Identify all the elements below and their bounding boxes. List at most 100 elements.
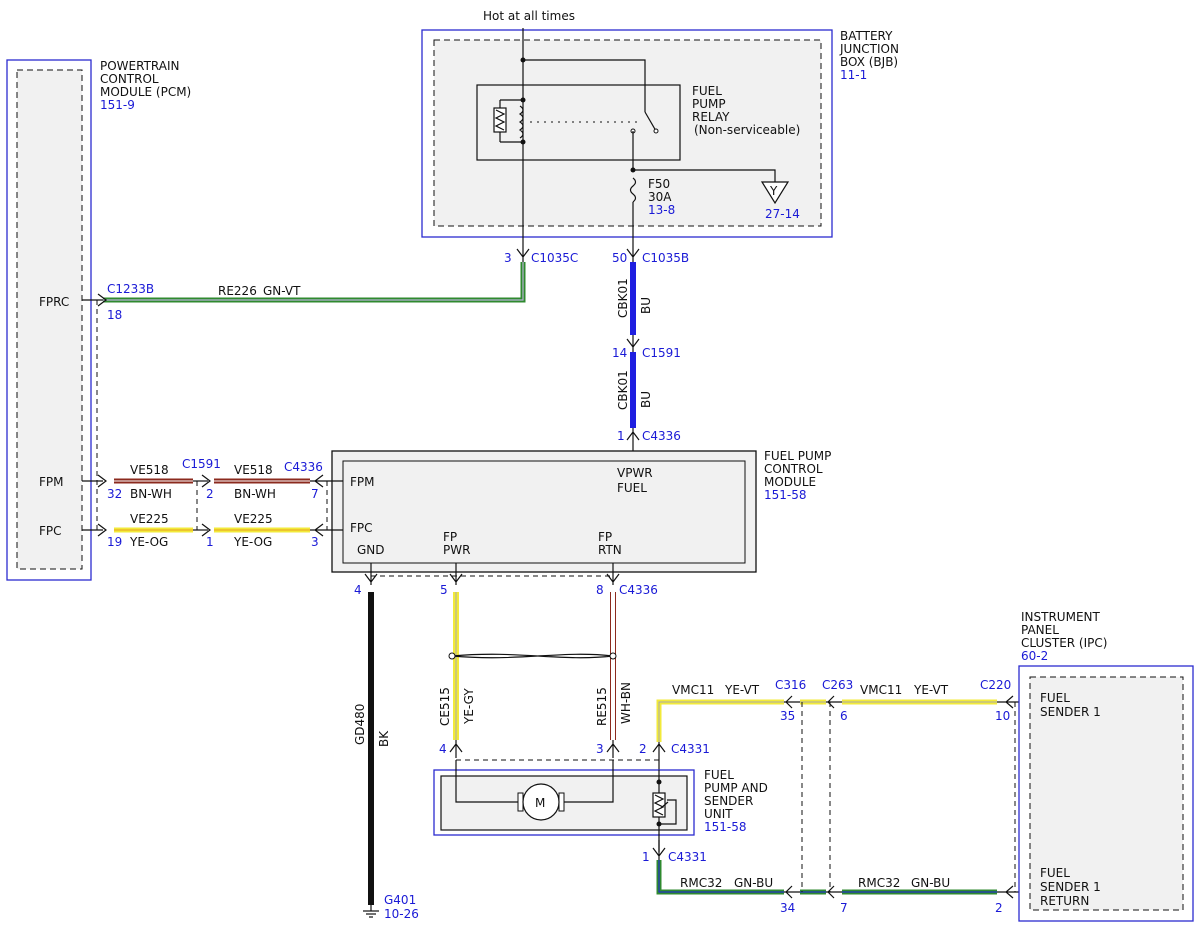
fuel-pump-relay: FUEL PUMP RELAY (Non-serviceable) (476, 59, 800, 161)
ce515-color: YE-GY (462, 688, 476, 725)
wire-ve225-left: VE225 YE-OG (114, 512, 193, 549)
pcm-title-3: MODULE (PCM) (100, 85, 191, 99)
wire-ve225-right: VE225 YE-OG (214, 512, 310, 549)
c263-name: C263 (822, 678, 853, 692)
c4336-vpwr-pin: 1 (617, 429, 625, 443)
powertrain-control-module: POWERTRAIN CONTROL MODULE (PCM) 151-9 FP… (6, 59, 191, 581)
wire-rmc32-right: RMC32 GN-BU (842, 876, 997, 895)
c4336-vpwr-name: C4336 (642, 429, 681, 443)
splice-y-ref: 27-14 (765, 207, 800, 221)
c4336-left-name: C4336 (284, 460, 323, 474)
pcm-ref: 151-9 (100, 98, 135, 112)
relay-title-2: PUMP (692, 97, 726, 111)
re515-color: WH-BN (619, 682, 633, 724)
ipc-ref: 60-2 (1021, 649, 1048, 663)
vmc11-right-circuit: VMC11 (860, 683, 902, 697)
bjb-title-1: BATTERY (840, 29, 893, 43)
gd480-color: BK (377, 730, 391, 747)
relay-title-3: RELAY (692, 110, 730, 124)
ipc-sender1-return-1: FUEL (1040, 866, 1070, 880)
ipc-title-3: CLUSTER (IPC) (1021, 636, 1107, 650)
wire-cbk01-lower: CBK01 BU (616, 352, 653, 428)
re226-circuit: RE226 (218, 284, 257, 298)
ipc-sender1-2: SENDER 1 (1040, 705, 1101, 719)
wire-re226: RE226 GN-VT (103, 262, 526, 303)
c220-name: C220 (980, 678, 1011, 692)
fuel-pump-control-module: FUEL PUMP CONTROL MODULE 151-58 FPM FPC … (331, 449, 831, 573)
vmc11-left-circuit: VMC11 (672, 683, 714, 697)
ve225-left-color: YE-OG (129, 535, 168, 549)
ipc-title-2: PANEL (1021, 623, 1059, 637)
c4336-bottom-rtn-pin: 8 (596, 583, 604, 597)
c263-sig-pin: 6 (840, 709, 848, 723)
pump-unit-title-3: SENDER (704, 794, 753, 808)
pump-unit-ref: 151-58 (704, 820, 747, 834)
vmc11-left-color: YE-VT (724, 683, 760, 697)
fpcm-pin-fprtn-1: FP (598, 530, 612, 544)
twisted-pair-icon (451, 653, 614, 659)
c4336-bottom-pwr-pin: 5 (440, 583, 448, 597)
fpcm-title-3: MODULE (764, 475, 816, 489)
re226-color: GN-VT (263, 284, 301, 298)
cbk01-upper-circuit: CBK01 (616, 278, 630, 318)
splice-y-label: Y (769, 184, 778, 198)
gd480-circuit: GD480 (353, 704, 367, 745)
c4331-top-rtn-pin: 3 (596, 742, 604, 756)
fpcm-pin-fprtn-2: RTN (598, 543, 622, 557)
c316-name: C316 (775, 678, 806, 692)
pcm-fpc-pin: 19 (107, 535, 122, 549)
bjb-title-3: BOX (BJB) (840, 55, 898, 69)
fpcm-pin-gnd: GND (357, 543, 385, 557)
pcm-title-2: CONTROL (100, 72, 159, 86)
ce515-circuit: CE515 (438, 687, 452, 726)
fpcm-pin-fppwr-2: PWR (443, 543, 470, 557)
ground-g401-icon (363, 905, 379, 918)
ve518-left-color: BN-WH (130, 487, 172, 501)
motor-label: M (535, 796, 545, 810)
fpcm-ref: 151-58 (764, 488, 807, 502)
hot-at-all-times-label: Hot at all times (483, 9, 575, 23)
c4331-bottom-name: C4331 (668, 850, 707, 864)
ipc-sender1-return-2: SENDER 1 (1040, 880, 1101, 894)
cbk01-upper-color: BU (639, 297, 653, 314)
rmc32-left-color: GN-BU (734, 876, 773, 890)
rmc32-right-color: GN-BU (911, 876, 950, 890)
wire-rmc32-left: RMC32 GN-BU (656, 860, 784, 895)
c1591-top-name: C1591 (642, 346, 681, 360)
c1591-mid-name: C1591 (182, 457, 221, 471)
pcm-fpm-pin: 32 (107, 487, 122, 501)
fpcm-pin-fpc: FPC (350, 521, 373, 535)
c316-sig-pin: 35 (780, 709, 795, 723)
ve225-left-circuit: VE225 (130, 512, 169, 526)
relay-title-1: FUEL (692, 84, 722, 98)
wire-gd480: GD480 BK (353, 592, 391, 905)
fpcm-pin-vpwr-1: VPWR (617, 466, 653, 480)
ve518-right-color: BN-WH (234, 487, 276, 501)
ve225-right-circuit: VE225 (234, 512, 273, 526)
rmc32-left-circuit: RMC32 (680, 876, 722, 890)
wire-ve518-left: VE518 BN-WH (114, 463, 193, 501)
battery-junction-box: BATTERY JUNCTION BOX (BJB) 11-1 FUEL PUM… (421, 28, 899, 245)
c1035b-name: C1035B (642, 251, 689, 265)
c4336-left-fpc-pin: 3 (311, 535, 319, 549)
cbk01-lower-color: BU (639, 391, 653, 408)
c4336-bottom-gnd-pin: 4 (354, 583, 362, 597)
pcm-title-1: POWERTRAIN (100, 59, 180, 73)
fuel-pump-motor-icon (522, 783, 560, 821)
bjb-title-2: JUNCTION (839, 42, 899, 56)
c220-ret-pin: 2 (995, 901, 1003, 915)
wire-vmc11-right: VMC11 YE-VT (842, 683, 997, 705)
ve225-right-color: YE-OG (233, 535, 272, 549)
c4331-top-name: C4331 (671, 742, 710, 756)
c1233b-name: C1233B (107, 282, 154, 296)
rmc32-right-circuit: RMC32 (858, 876, 900, 890)
fpcm-pin-fpm: FPM (350, 475, 375, 489)
ve518-left-circuit: VE518 (130, 463, 169, 477)
ipc-sender1-1: FUEL (1040, 691, 1070, 705)
c1591-top-pin: 14 (612, 346, 627, 360)
cbk01-lower-circuit: CBK01 (616, 370, 630, 410)
ipc-sender1-return-3: RETURN (1040, 894, 1089, 908)
c220-sig-pin: 10 (995, 709, 1010, 723)
fpcm-title-1: FUEL PUMP (764, 449, 831, 463)
